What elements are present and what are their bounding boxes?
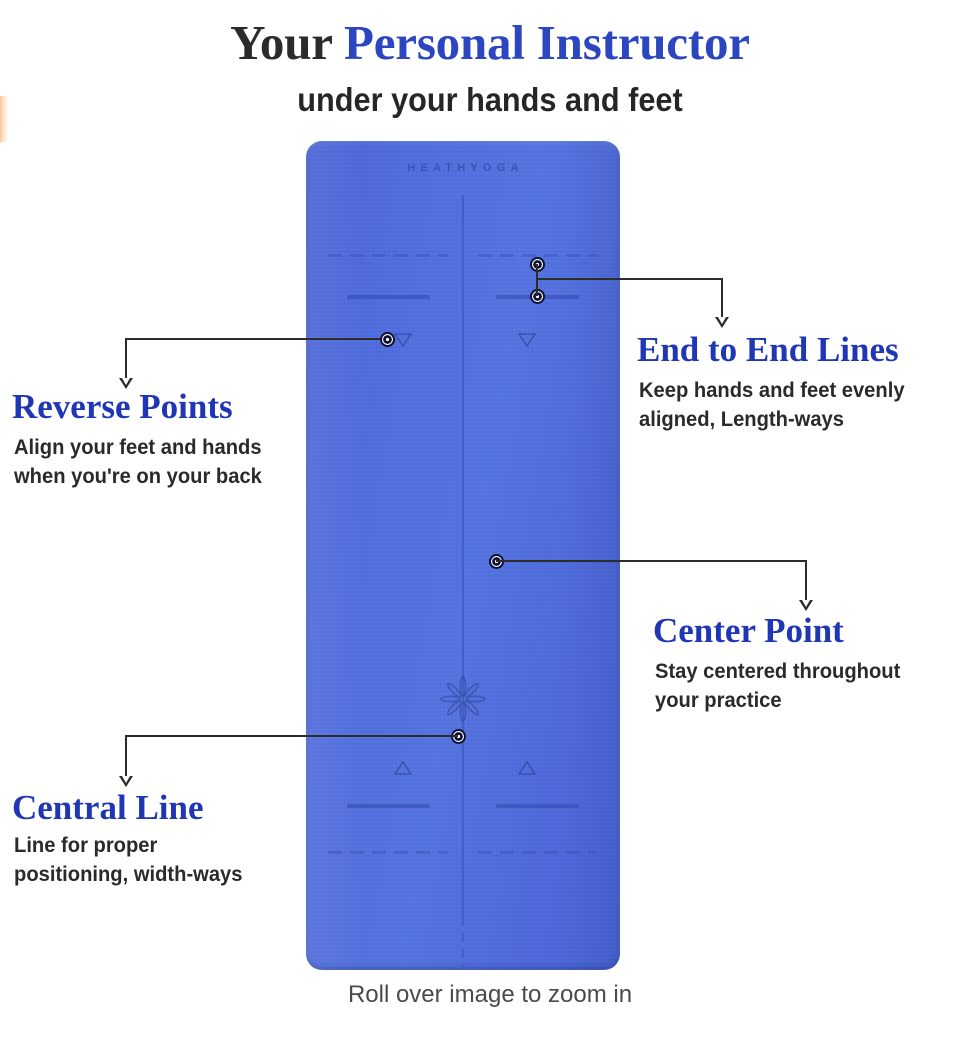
connector-line-vertical [125,338,127,380]
mat-brand-label: HEATHYOGA [407,162,524,174]
mat-triangle-down-icon [394,333,412,347]
callout-body-line: Stay centered throughout [655,660,901,683]
callout-body-line: your practice [655,689,782,712]
mat-dashed-line [328,254,448,257]
callout-dot-central-line [451,729,466,744]
connector-line-vertical [721,278,723,319]
callout-body-reverse-points: Align your feet and hands when you're on… [14,433,331,491]
callout-body-line: Keep hands and feet evenly [639,379,905,402]
callout-title-end-to-end-lines: End to End Lines [637,330,899,369]
edge-artifact [0,96,9,142]
callout-body-end-to-end-lines: Keep hands and feet evenly aligned, Leng… [639,376,956,434]
mat-central-line-dotted [462,917,464,967]
mat-dashed-line [478,254,598,257]
connector-line-vertical [536,264,538,296]
mat-dashed-line [328,851,448,854]
connector-arrowhead-icon [799,600,813,611]
connector-arrowhead-icon [119,378,133,389]
mat-central-line [462,195,464,917]
callout-title-central-line: Central Line [12,788,204,827]
mat-solid-line [347,804,430,808]
mat-triangle-down-icon [518,333,536,347]
callout-body-line: aligned, Length-ways [639,408,844,431]
connector-line-vertical [805,560,807,602]
mat-solid-line [496,804,579,808]
mat-triangle-up-icon [394,761,412,775]
connector-line-vertical [125,735,127,778]
connector-arrowhead-icon [119,776,133,787]
callout-dot-end-to-end-bottom [530,289,545,304]
callout-body-center-point: Stay centered throughout your practice [655,657,972,715]
mat-triangle-up-icon [518,761,536,775]
connector-line-horizontal [536,278,723,280]
page-title-prefix: Your [230,15,344,70]
callout-dot-reverse-points [380,332,395,347]
connector-line-horizontal [125,338,390,340]
callout-title-center-point: Center Point [653,611,844,650]
connector-line-horizontal [125,735,458,737]
yoga-mat-image[interactable]: HEATHYOGA [306,141,620,970]
callout-body-line: positioning, width-ways [14,863,243,886]
page-title: Your Personal Instructor [0,14,980,72]
connector-arrowhead-icon [715,317,729,328]
page-title-highlight: Personal Instructor [343,15,750,70]
callout-body-line: when you're on your back [14,465,262,488]
callout-body-central-line: Line for proper positioning, width-ways [14,831,331,889]
callout-body-line: Line for proper [14,834,158,857]
callout-body-line: Align your feet and hands [14,436,262,459]
zoom-hint-caption[interactable]: Roll over image to zoom in [347,981,633,1008]
mat-solid-line [347,295,430,299]
connector-line-horizontal [496,560,807,562]
mat-dashed-line [478,851,598,854]
mat-center-flower-icon [440,676,486,722]
page-subtitle: under your hands and feet [297,81,683,118]
callout-title-reverse-points: Reverse Points [12,387,233,426]
